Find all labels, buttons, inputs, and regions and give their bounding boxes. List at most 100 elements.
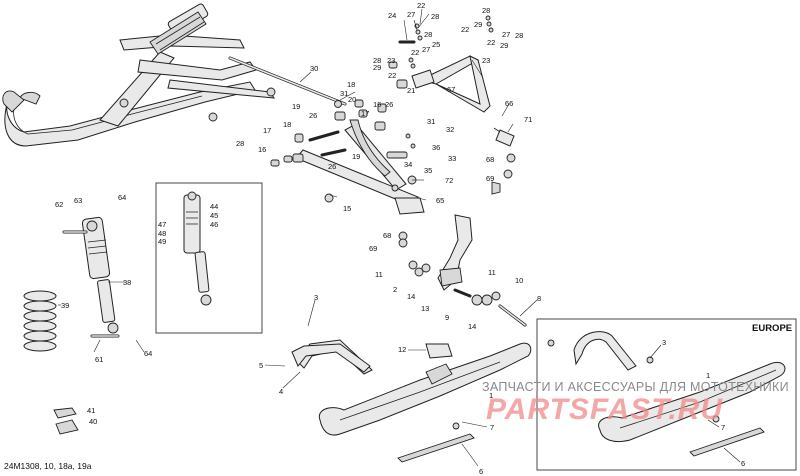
callout-14: 14 (407, 292, 415, 301)
callout-16: 16 (373, 100, 381, 109)
coil-spring (23, 290, 57, 352)
callout-17: 17 (263, 126, 271, 135)
callout-63: 63 (74, 196, 82, 205)
callout-5: 5 (259, 361, 263, 370)
callout-27: 27 (502, 30, 510, 39)
callout-66: 66 (505, 99, 513, 108)
callout-29: 29 (373, 63, 381, 72)
callout-62: 62 (55, 200, 63, 209)
callout-1: 1 (489, 391, 493, 400)
callout-27: 27 (422, 45, 430, 54)
callout-19: 19 (352, 152, 360, 161)
callout-23: 23 (387, 56, 395, 65)
watermark-text: ЗАПЧАСТИ И АКСЕССУАРЫ ДЛЯ МОТОТЕХНИКИ (482, 380, 789, 394)
callout-30: 30 (310, 64, 318, 73)
callout-22: 22 (388, 71, 396, 80)
leader-lines (58, 8, 741, 467)
callout-72: 72 (445, 176, 453, 185)
callout-25: 25 (432, 40, 440, 49)
callout-22: 22 (487, 38, 495, 47)
callout-64: 64 (118, 193, 126, 202)
callout-29: 29 (500, 41, 508, 50)
ski-suspension-assembly (2, 3, 347, 147)
callout-24: 24 (388, 11, 396, 20)
callout-68: 68 (383, 231, 391, 240)
callout-11: 11 (375, 270, 383, 279)
callout-46: 46 (210, 220, 218, 229)
callout-68: 68 (486, 155, 494, 164)
callout-18: 18 (347, 80, 355, 89)
callout-27: 27 (407, 10, 415, 19)
callout-3: 3 (662, 338, 666, 347)
callout-65: 65 (436, 196, 444, 205)
callout-64: 64 (144, 349, 152, 358)
callout-40: 40 (89, 417, 97, 426)
callout-16: 16 (258, 145, 266, 154)
callout-8: 8 (537, 294, 541, 303)
shock-absorber (62, 216, 120, 338)
callout-20: 20 (348, 95, 356, 104)
callout-61: 61 (95, 355, 103, 364)
callout-49: 49 (158, 237, 166, 246)
callout-38: 38 (123, 278, 131, 287)
spindle-part (437, 214, 473, 291)
callout-3: 3 (314, 293, 318, 302)
callout-45: 45 (210, 211, 218, 220)
watermark-logo: PARTSFAST.RU (486, 393, 723, 426)
callout-19: 19 (292, 102, 300, 111)
callout-35: 35 (424, 166, 432, 175)
callout-12: 12 (398, 345, 406, 354)
wear-pads (53, 407, 79, 435)
callout-69: 69 (369, 244, 377, 253)
europe-inset (536, 318, 797, 471)
callout-31: 31 (427, 117, 435, 126)
callout-36: 36 (432, 143, 440, 152)
callout-14: 14 (468, 322, 476, 331)
hardware-parts (270, 15, 527, 327)
callout-34: 34 (404, 160, 412, 169)
callout-32: 32 (446, 125, 454, 134)
callout-48: 48 (158, 229, 166, 238)
callout-26: 26 (309, 111, 317, 120)
callout-1: 1 (706, 371, 710, 380)
callout-39: 39 (61, 301, 69, 310)
callout-44: 44 (210, 202, 218, 211)
callout-69: 69 (486, 174, 494, 183)
callout-22: 22 (417, 1, 425, 10)
callout-6: 6 (479, 467, 483, 476)
callout-13: 13 (421, 304, 429, 313)
shock-detail-inset (155, 182, 263, 334)
callout-4: 4 (279, 387, 283, 396)
callout-23: 23 (482, 56, 490, 65)
region-label: EUROPE (752, 323, 792, 334)
callout-29: 29 (474, 20, 482, 29)
callout-labels: 24 22 27 28 28 25 27 22 28 29 22 28 27 2… (55, 1, 745, 476)
callout-22: 22 (411, 48, 419, 57)
a-arm-assembly (295, 55, 515, 215)
callout-9: 9 (445, 313, 449, 322)
callout-21: 21 (407, 86, 415, 95)
ski-handle (291, 343, 371, 373)
callout-28: 28 (236, 139, 244, 148)
callout-26: 26 (328, 162, 336, 171)
reference-code: 24M1308, 10, 18a, 19a (4, 461, 92, 471)
callout-28: 28 (431, 12, 439, 21)
callout-11: 11 (488, 268, 496, 277)
callout-10: 10 (515, 276, 523, 285)
callout-33: 33 (448, 154, 456, 163)
callout-6: 6 (741, 459, 745, 468)
callout-41: 41 (87, 406, 95, 415)
callout-7: 7 (721, 423, 725, 432)
callout-28: 28 (424, 30, 432, 39)
callout-28: 28 (373, 56, 381, 65)
callout-28: 28 (482, 6, 490, 15)
callout-47: 47 (158, 220, 166, 229)
callout-17: 17 (361, 109, 369, 118)
callout-67: 67 (447, 85, 455, 94)
callout-7: 7 (490, 423, 494, 432)
callout-31: 31 (340, 89, 348, 98)
callout-2: 2 (393, 285, 397, 294)
callout-28: 28 (515, 31, 523, 40)
callout-15: 15 (343, 204, 351, 213)
